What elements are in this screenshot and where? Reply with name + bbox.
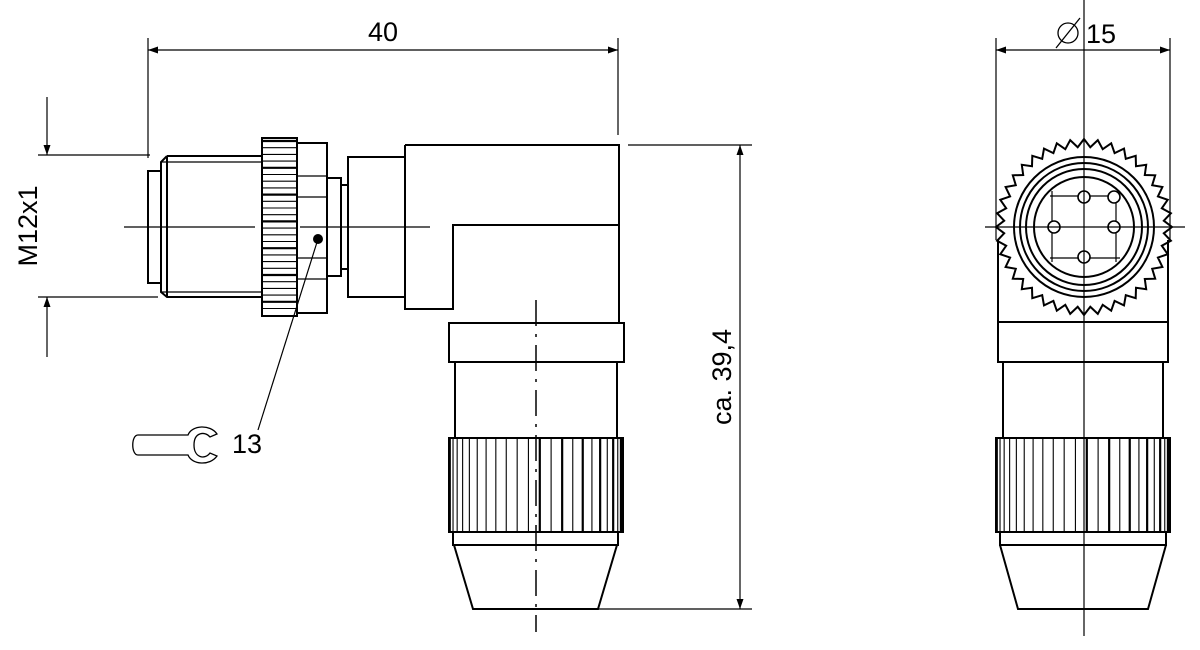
thread-dim-label: M12x1 [13, 185, 43, 266]
front-view: 15 [985, 0, 1185, 636]
male-thread [147, 155, 262, 298]
knurled-nut [261, 137, 298, 317]
contact-pin [1107, 190, 1121, 204]
wrench-icon [132, 426, 218, 464]
side-view: 40 M12x1 [13, 17, 752, 632]
diameter-dimension: 15 [995, 17, 1171, 240]
cable-outlet-front [995, 321, 1171, 610]
length-dim-label: 40 [368, 17, 398, 47]
length-dimension: 40 [147, 17, 619, 158]
height-dimension: ca. 39,4 [598, 144, 752, 610]
height-dim-label: ca. 39,4 [707, 329, 737, 425]
wrench-size-label: 13 [232, 429, 262, 459]
nut-body [296, 142, 406, 314]
thread-dimension: M12x1 [13, 97, 158, 357]
diameter-dim-label: 15 [1086, 19, 1116, 49]
elbow-housing [404, 144, 620, 323]
diameter-icon [1055, 17, 1081, 49]
